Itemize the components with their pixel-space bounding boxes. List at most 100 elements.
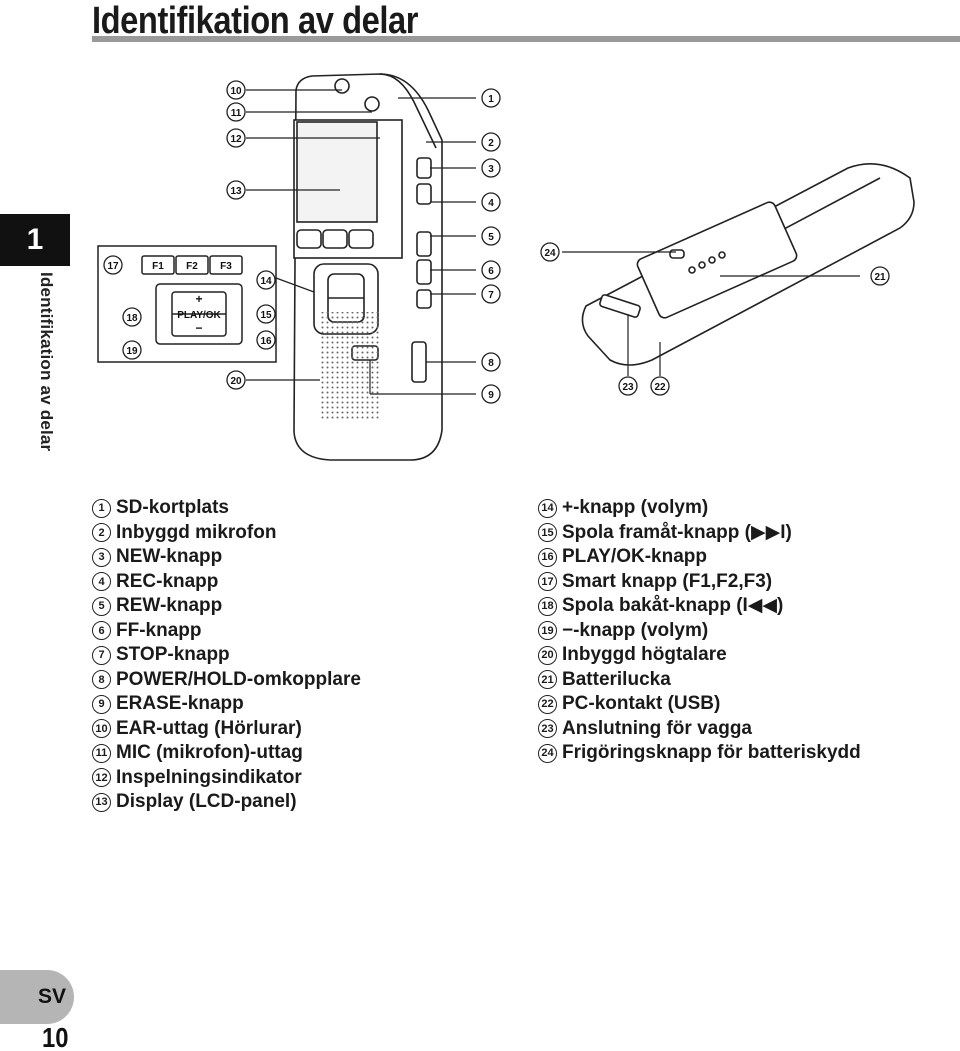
minus-label: − bbox=[195, 321, 202, 335]
legend-text: PLAY/OK-knapp bbox=[562, 546, 707, 567]
legend-number: 7 bbox=[92, 645, 111, 665]
legend-text: Batterilucka bbox=[562, 668, 671, 690]
legend-text: Smart knapp (F1,F2,F3) bbox=[562, 570, 773, 592]
callout-14 bbox=[256, 270, 276, 290]
callout-22 bbox=[650, 376, 670, 396]
recorder-back-view bbox=[581, 162, 915, 366]
legend-number: 11 bbox=[92, 743, 111, 763]
legend-number: 19 bbox=[538, 621, 557, 641]
callout-17 bbox=[103, 255, 123, 275]
speaker-grille bbox=[320, 312, 380, 420]
callout-24-num: 24 bbox=[544, 248, 556, 259]
legend-text: Anslutning för vagga bbox=[562, 717, 752, 739]
legend-number: 13 bbox=[92, 792, 111, 812]
legend-number: 17 bbox=[538, 572, 557, 592]
legend-text: NEW-knapp bbox=[116, 546, 223, 567]
chapter-side-title: Identifikation av delar bbox=[37, 272, 56, 452]
callout-15-num: 15 bbox=[260, 310, 272, 321]
callout-13 bbox=[226, 180, 246, 200]
legend-text: REC-knapp bbox=[116, 570, 219, 592]
legend-number: 24 bbox=[538, 743, 557, 763]
legend-number: 12 bbox=[92, 768, 111, 788]
legend-text: PC-kontakt (USB) bbox=[562, 693, 721, 714]
callout-11 bbox=[226, 102, 246, 122]
page-title: Identifikation av delar bbox=[92, 0, 419, 42]
callout-17-num: 17 bbox=[107, 261, 119, 272]
legend-number: 22 bbox=[538, 694, 557, 714]
legend-text: FF-knapp bbox=[116, 619, 202, 641]
callout-1-num: 1 bbox=[488, 94, 494, 105]
legend-number: 14 bbox=[538, 498, 557, 518]
callout-2-num: 2 bbox=[488, 138, 494, 149]
legend-text: SD-kortplats bbox=[116, 497, 229, 518]
title-rule bbox=[92, 36, 960, 42]
callout-20-num: 20 bbox=[230, 376, 242, 387]
legend-item: 14+-knapp (volym) bbox=[538, 496, 861, 521]
legend-text: Inbyggd högtalare bbox=[562, 644, 727, 665]
callout-23-num: 23 bbox=[622, 382, 634, 393]
language-badge: SV bbox=[0, 970, 74, 1024]
legend-text: Inbyggd mikrofon bbox=[116, 521, 277, 543]
callout-16-num: 16 bbox=[260, 336, 272, 347]
callout-10-num: 10 bbox=[230, 86, 242, 97]
callout-6 bbox=[481, 260, 501, 280]
callout-15 bbox=[256, 304, 276, 324]
f2-label: F2 bbox=[186, 261, 198, 272]
callout-21-num: 21 bbox=[874, 272, 886, 283]
callout-7-num: 7 bbox=[488, 290, 494, 301]
callout-19 bbox=[122, 340, 142, 360]
callout-11-num: 11 bbox=[231, 108, 242, 119]
callout-18-num: 18 bbox=[126, 313, 138, 324]
callout-4 bbox=[481, 192, 501, 212]
legend-number: 16 bbox=[538, 547, 557, 567]
callout-10 bbox=[226, 80, 246, 100]
callout-3-num: 3 bbox=[488, 164, 494, 175]
legend-number: 18 bbox=[538, 596, 557, 616]
legend-text: Inspelningsindikator bbox=[116, 766, 302, 788]
callout-2 bbox=[481, 132, 501, 152]
callout-19-num: 19 bbox=[126, 346, 138, 357]
callout-21 bbox=[870, 266, 890, 286]
callout-24 bbox=[540, 242, 560, 262]
legend-number: 20 bbox=[538, 645, 557, 665]
chapter-tab: 1 bbox=[0, 214, 70, 266]
legend-number: 8 bbox=[92, 670, 111, 690]
legend-number: 4 bbox=[92, 572, 111, 592]
legend-text: Display (LCD-panel) bbox=[116, 791, 297, 812]
callout-9-num: 9 bbox=[488, 390, 494, 401]
legend-text: ERASE-knapp bbox=[116, 693, 244, 714]
callout-14-num: 14 bbox=[260, 276, 272, 287]
legend-text: EAR-uttag (Hörlurar) bbox=[116, 717, 302, 739]
legend-text: −-knapp (volym) bbox=[562, 619, 709, 641]
callout-20 bbox=[226, 370, 246, 390]
f3-label: F3 bbox=[220, 261, 232, 272]
page-number: 10 bbox=[42, 1022, 69, 1051]
legend-number: 15 bbox=[538, 523, 557, 543]
legend-number: 2 bbox=[92, 523, 111, 543]
callout-3 bbox=[481, 158, 501, 178]
callout-4-num: 4 bbox=[488, 198, 494, 209]
callout-7 bbox=[481, 284, 501, 304]
callout-5 bbox=[481, 226, 501, 246]
callout-1 bbox=[481, 88, 501, 108]
plus-label: + bbox=[195, 292, 202, 306]
legend-number: 21 bbox=[538, 670, 557, 690]
legend-number: 23 bbox=[538, 719, 557, 739]
callout-6-num: 6 bbox=[488, 266, 494, 277]
legend-text: Spola framåt-knapp (▶▶I) bbox=[562, 521, 792, 543]
leader-lines bbox=[246, 89, 860, 395]
